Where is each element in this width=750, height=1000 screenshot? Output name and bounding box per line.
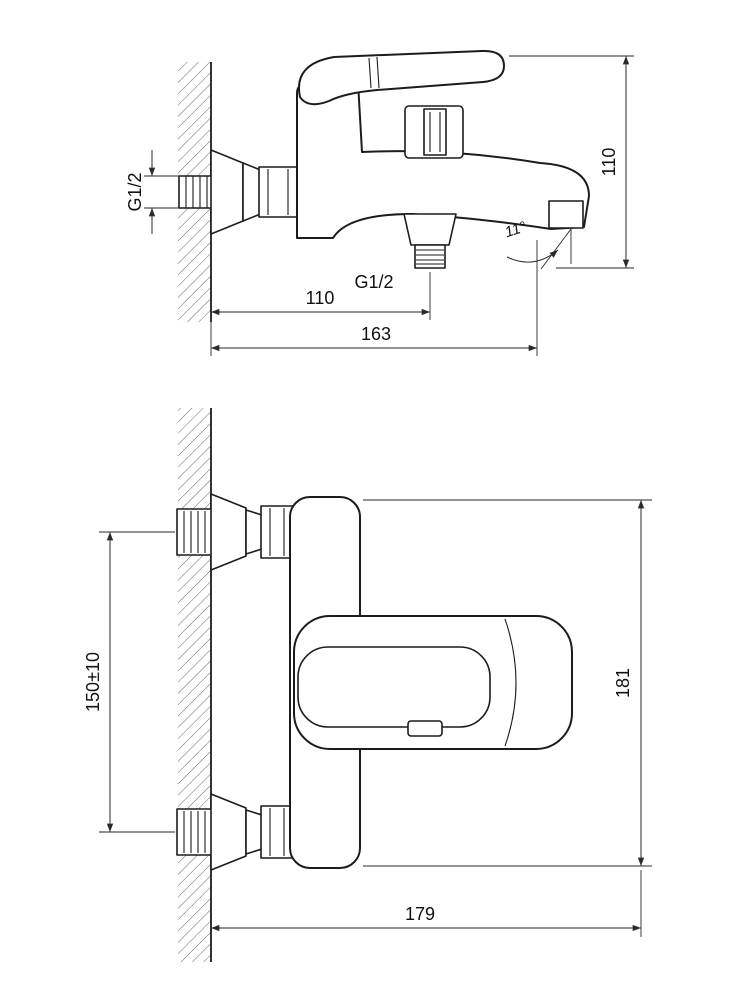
- connection-nut: [260, 805, 294, 859]
- dim-label-overall-height: 110: [599, 148, 619, 177]
- dim-label-outlet-offset: 110: [306, 288, 335, 308]
- handle-joint-line: [376, 56, 380, 89]
- handle-cap-separation: [504, 618, 517, 747]
- dim-label-mount-spacing: 150±10: [83, 652, 103, 712]
- angle-reference-line: [540, 228, 572, 270]
- wall-nipple-side: [178, 175, 213, 209]
- wall-nipple-lower: [176, 808, 213, 856]
- front-view: 150±10 181 179: [83, 408, 652, 962]
- dim-label-overall-length: 163: [361, 324, 391, 344]
- eccentric-connector-upper: [210, 493, 294, 571]
- diverter-cone: [403, 213, 457, 246]
- dimension-wall-thread: G1/2: [125, 150, 179, 234]
- outlet-thread-stub: [414, 244, 446, 269]
- lever-handle-side: [298, 49, 505, 106]
- faucet-body-side: [296, 49, 590, 269]
- dimension-front-width: 179: [211, 870, 642, 937]
- dim-label-wall-thread: G1/2: [125, 172, 145, 211]
- dimension-outlet-offset: 110 G1/2: [210, 272, 431, 356]
- eccentric-connector-side: [210, 149, 298, 235]
- side-view: G1/2 110 110 G1/2 163 11°: [125, 49, 634, 356]
- nipple-body: [176, 808, 213, 856]
- connection-nut: [260, 505, 294, 559]
- dim-label-front-height: 181: [613, 668, 633, 698]
- dimension-mount-spacing: 150±10: [83, 531, 175, 833]
- dim-label-spout-angle: 11°: [503, 218, 529, 241]
- dim-label-front-width: 179: [405, 904, 435, 924]
- escutcheon-cone: [210, 493, 247, 571]
- lever-top-surface: [297, 646, 491, 728]
- annotation-spout-angle: 11°: [503, 218, 572, 270]
- connection-nut: [258, 166, 298, 218]
- nipple-body: [176, 508, 213, 556]
- wall-hatch-front: [178, 408, 211, 962]
- dim-label-outlet-thread: G1/2: [354, 272, 393, 292]
- eccentric-connector-lower: [210, 793, 294, 871]
- wall-section-front: [178, 408, 212, 962]
- spout-aerator: [548, 200, 584, 229]
- handle-joint-line: [368, 57, 372, 89]
- wall-nipple-upper: [176, 508, 213, 556]
- escutcheon-cone: [210, 793, 247, 871]
- faucet-body-front: [289, 496, 573, 869]
- cartridge-stem: [423, 108, 447, 156]
- lever-detail: [407, 720, 443, 737]
- dimension-overall-length: 163: [211, 240, 538, 356]
- angle-arc: [506, 249, 559, 263]
- dimension-front-height: 181: [363, 499, 652, 867]
- escutcheon-cone: [210, 149, 244, 235]
- dimension-overall-height: 110: [509, 55, 634, 269]
